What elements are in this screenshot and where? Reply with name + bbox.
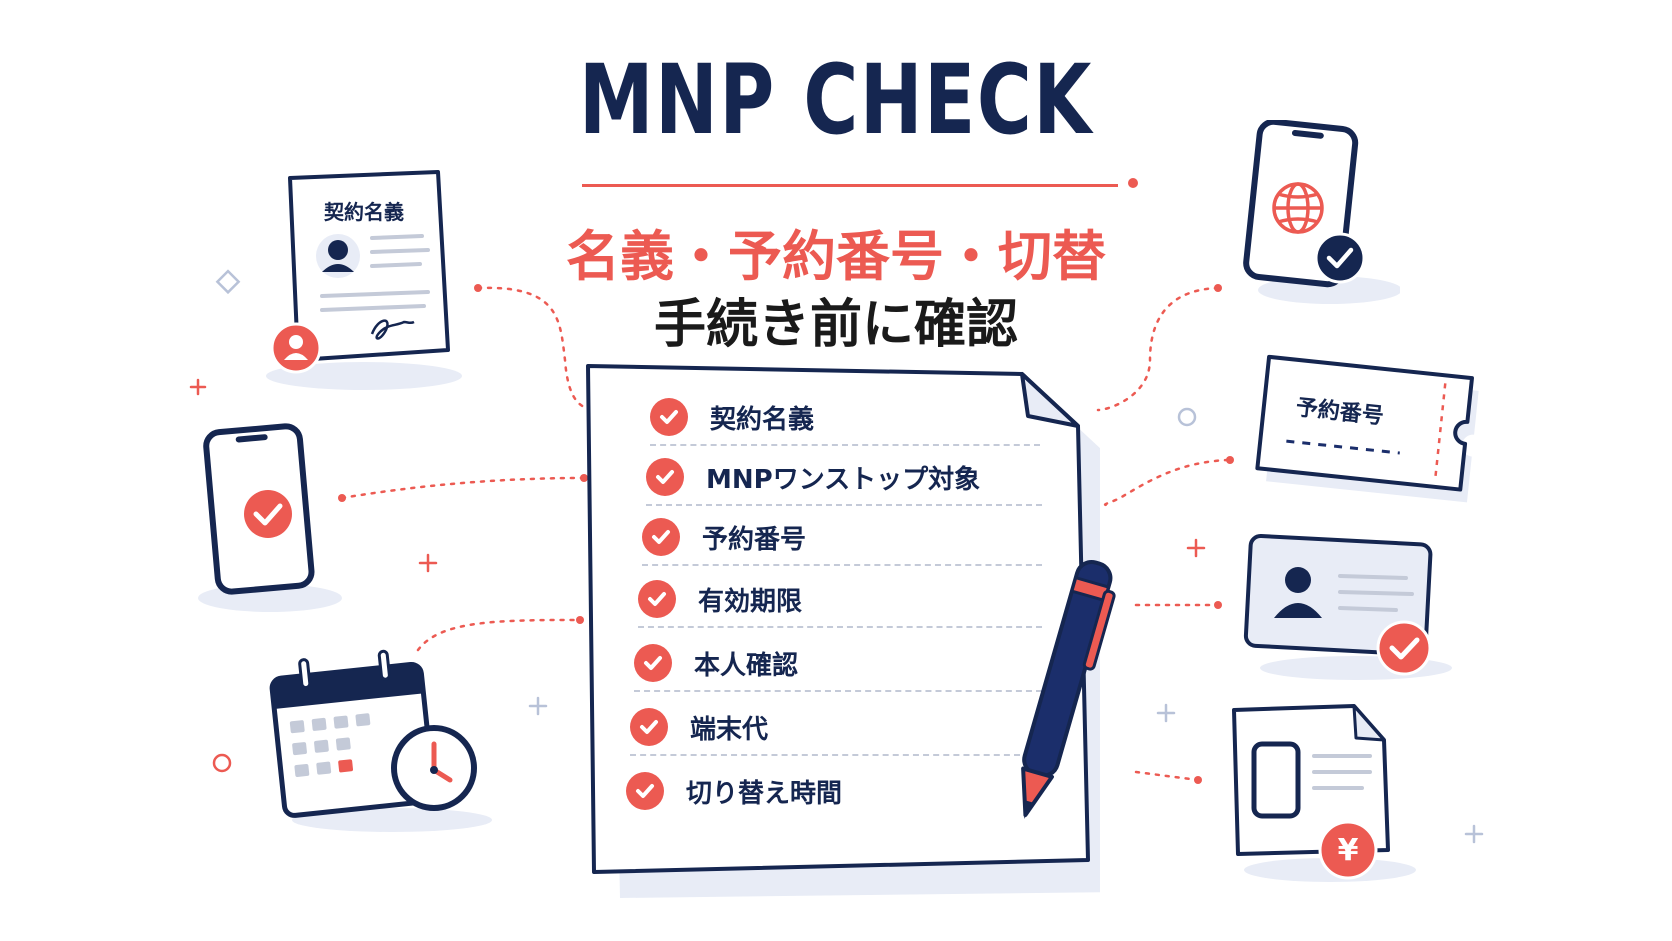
check-icon xyxy=(646,458,684,496)
checklist-item-label: 端末代 xyxy=(690,714,769,745)
check-icon xyxy=(634,644,672,682)
checklist-item[interactable]: 予約番号 xyxy=(642,510,1042,566)
checklist-item[interactable]: 有効期限 xyxy=(638,572,1042,628)
id-card-icon xyxy=(1243,533,1452,680)
checklist-paper xyxy=(586,364,1100,898)
contract-card: 契約名義 xyxy=(266,170,462,390)
checklist-item[interactable]: 本人確認 xyxy=(634,636,1042,692)
subtitle-red: 名義・予約番号・切替 xyxy=(566,225,1106,288)
checklist: 契約名義 MNPワンストップ対象 予約番号 有効期限 本人確認 端末代 切り替え… xyxy=(626,390,1042,830)
check-icon xyxy=(642,518,680,556)
check-icon xyxy=(638,580,676,618)
checklist-item[interactable]: MNPワンストップ対象 xyxy=(646,450,1042,506)
checklist-item-label: MNPワンストップ対象 xyxy=(706,464,981,495)
check-icon xyxy=(630,708,668,746)
checklist-item-label: 予約番号 xyxy=(702,524,807,555)
reservation-ticket: 予約番号 xyxy=(1252,350,1492,510)
pen-icon xyxy=(1021,560,1116,819)
title-divider xyxy=(582,184,1118,187)
contract-card-title: 契約名義 xyxy=(324,200,404,224)
checklist-item-label: 切り替え時間 xyxy=(686,778,843,809)
checklist-item-label: 契約名義 xyxy=(710,404,815,435)
checklist-item-label: 有効期限 xyxy=(698,586,803,617)
yen-icon: ¥ xyxy=(1337,833,1359,868)
title-divider-dot xyxy=(1128,178,1138,188)
subtitle-dark: 手続き前に確認 xyxy=(653,295,1018,355)
check-icon xyxy=(650,398,688,436)
phone-globe-icon xyxy=(1243,120,1400,304)
device-cost-document: ¥ xyxy=(1220,700,1420,890)
phone-check-icon xyxy=(198,423,342,612)
calendar-clock-icon xyxy=(269,649,492,832)
checklist-item-label: 本人確認 xyxy=(694,650,799,681)
checklist-item[interactable]: 端末代 xyxy=(630,700,1020,756)
page-title: MNP CHECK xyxy=(579,44,1093,156)
checklist-item[interactable]: 契約名義 xyxy=(650,390,1040,446)
check-icon xyxy=(626,772,664,810)
checklist-item[interactable]: 切り替え時間 xyxy=(626,764,1006,818)
